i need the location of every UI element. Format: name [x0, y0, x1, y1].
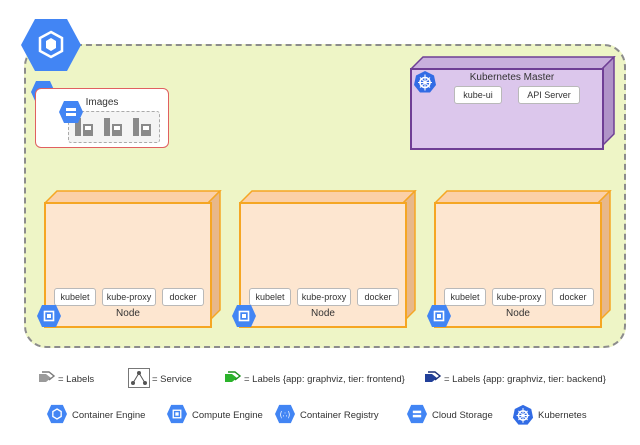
node-component-kubelet: kubelet: [54, 288, 96, 306]
container-registry-icon: (∴): [275, 404, 295, 424]
legend-frontend-labels-text: = Labels {app: graphviz, tier: frontend}: [244, 374, 405, 385]
master-component-kube-ui: kube-ui: [454, 86, 502, 104]
frontend-labels-tag-icon: [225, 371, 242, 382]
cloud-storage-icon: [407, 404, 427, 424]
kubernetes-icon: [512, 404, 534, 425]
svg-text:(∴): (∴): [280, 410, 291, 419]
container-image-icon: [133, 118, 151, 136]
master-component-api-server: API Server: [518, 86, 580, 104]
images-title: Images: [85, 97, 119, 108]
node-3: kubelet kube-proxy docker Node: [434, 202, 602, 328]
key-container-registry-text: Container Registry: [300, 410, 379, 421]
legend-service-text: = Service: [152, 374, 192, 385]
master-title: Kubernetes Master: [469, 72, 555, 83]
node-component-kube-proxy: kube-proxy: [102, 288, 156, 306]
service-icon: [128, 368, 150, 388]
compute-engine-icon: [37, 305, 61, 327]
node-2: kubelet kube-proxy docker Node: [239, 202, 407, 328]
compute-engine-icon: [167, 404, 187, 424]
key-kubernetes-text: Kubernetes: [538, 410, 587, 421]
kubernetes-helm-icon: [414, 71, 436, 93]
container-image-icon: [104, 118, 122, 136]
node-component-kube-proxy: kube-proxy: [297, 288, 351, 306]
container-image-icon: [75, 118, 93, 136]
container-engine-icon: [47, 404, 67, 424]
container-engine-hex-icon: [21, 19, 81, 71]
node-label: Node: [311, 308, 335, 319]
legend-labels-text: = Labels: [58, 374, 95, 385]
labels-tag-icon: [39, 371, 56, 382]
key-container-engine-text: Container Engine: [72, 410, 146, 421]
images-panel: Images: [35, 88, 169, 148]
node-1: kubelet kube-proxy docker Node: [44, 202, 212, 328]
key-compute-engine-text: Compute Engine: [192, 410, 263, 421]
compute-engine-icon: [427, 305, 451, 327]
compute-engine-icon: [232, 305, 256, 327]
key-cloud-storage-text: Cloud Storage: [432, 410, 493, 421]
backend-labels-tag-icon: [425, 371, 442, 382]
node-label: Node: [116, 308, 140, 319]
node-component-kubelet: kubelet: [444, 288, 486, 306]
node-label: Node: [506, 308, 530, 319]
kubernetes-master: Kubernetes Master kube-ui API Server: [410, 68, 604, 150]
legend-backend-labels-text: = Labels {app: graphviz, tier: backend}: [444, 374, 606, 385]
images-container: [68, 111, 160, 143]
node-component-docker: docker: [162, 288, 204, 306]
node-component-kubelet: kubelet: [249, 288, 291, 306]
cloud-storage-icon: [59, 101, 83, 123]
node-component-kube-proxy: kube-proxy: [492, 288, 546, 306]
node-component-docker: docker: [552, 288, 594, 306]
node-component-docker: docker: [357, 288, 399, 306]
